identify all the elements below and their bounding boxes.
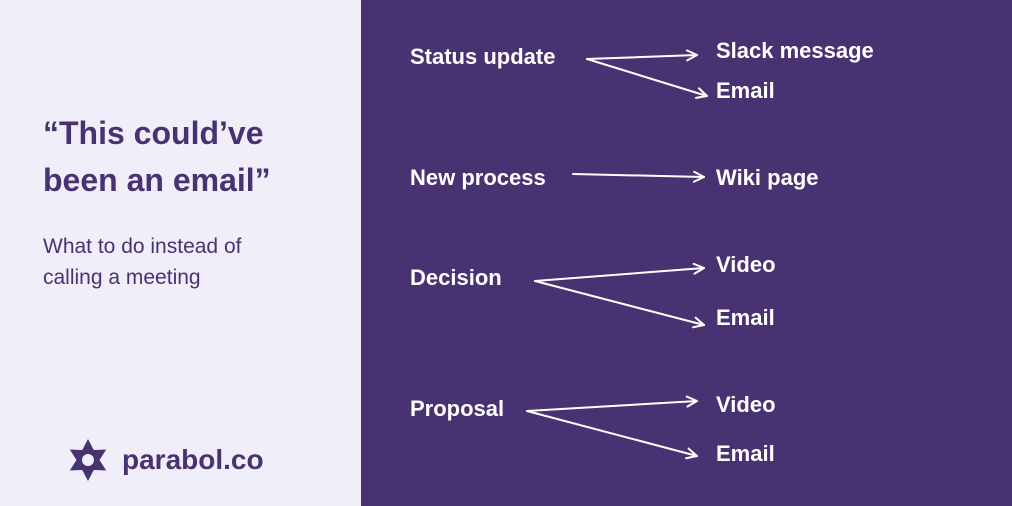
arrow-decision-to-video xyxy=(534,262,705,282)
source-status-update: Status update xyxy=(410,44,556,69)
arrow-process-to-wiki xyxy=(572,170,705,183)
flow-diagram: Status update Slack message Email New pr… xyxy=(361,0,1012,506)
right-panel xyxy=(361,0,1012,506)
arrow-proposal-to-video xyxy=(526,395,698,412)
arrow-status-to-email xyxy=(586,58,708,99)
target-email-2: Email xyxy=(716,305,775,330)
arrow-proposal-to-email xyxy=(526,410,698,460)
source-new-process: New process xyxy=(410,165,546,190)
arrow-status-to-slack xyxy=(586,49,698,62)
left-panel: “This could’ve been an email” What to do… xyxy=(0,0,361,506)
target-video-1: Video xyxy=(716,252,776,277)
arrow-decision-to-email xyxy=(534,280,705,329)
brand[interactable]: parabol.co xyxy=(64,436,264,484)
brand-name: parabol.co xyxy=(122,444,264,475)
headline: “This could’ve been an email” xyxy=(43,110,343,204)
source-decision: Decision xyxy=(410,265,502,290)
subtitle: What to do instead of calling a meeting xyxy=(43,231,241,293)
subtitle-line-2: calling a meeting xyxy=(43,266,201,289)
target-wiki-page: Wiki page xyxy=(716,165,819,190)
target-video-2: Video xyxy=(716,392,776,417)
diagram-arrows xyxy=(526,49,708,460)
target-slack-message: Slack message xyxy=(716,38,874,63)
headline-line-2: been an email” xyxy=(43,162,271,198)
subtitle-line-1: What to do instead of xyxy=(43,235,242,258)
source-proposal: Proposal xyxy=(410,396,505,421)
target-email-3: Email xyxy=(716,441,775,466)
headline-line-1: “This could’ve xyxy=(43,115,264,151)
parabol-logo-icon xyxy=(69,439,107,481)
target-email-1: Email xyxy=(716,78,775,103)
